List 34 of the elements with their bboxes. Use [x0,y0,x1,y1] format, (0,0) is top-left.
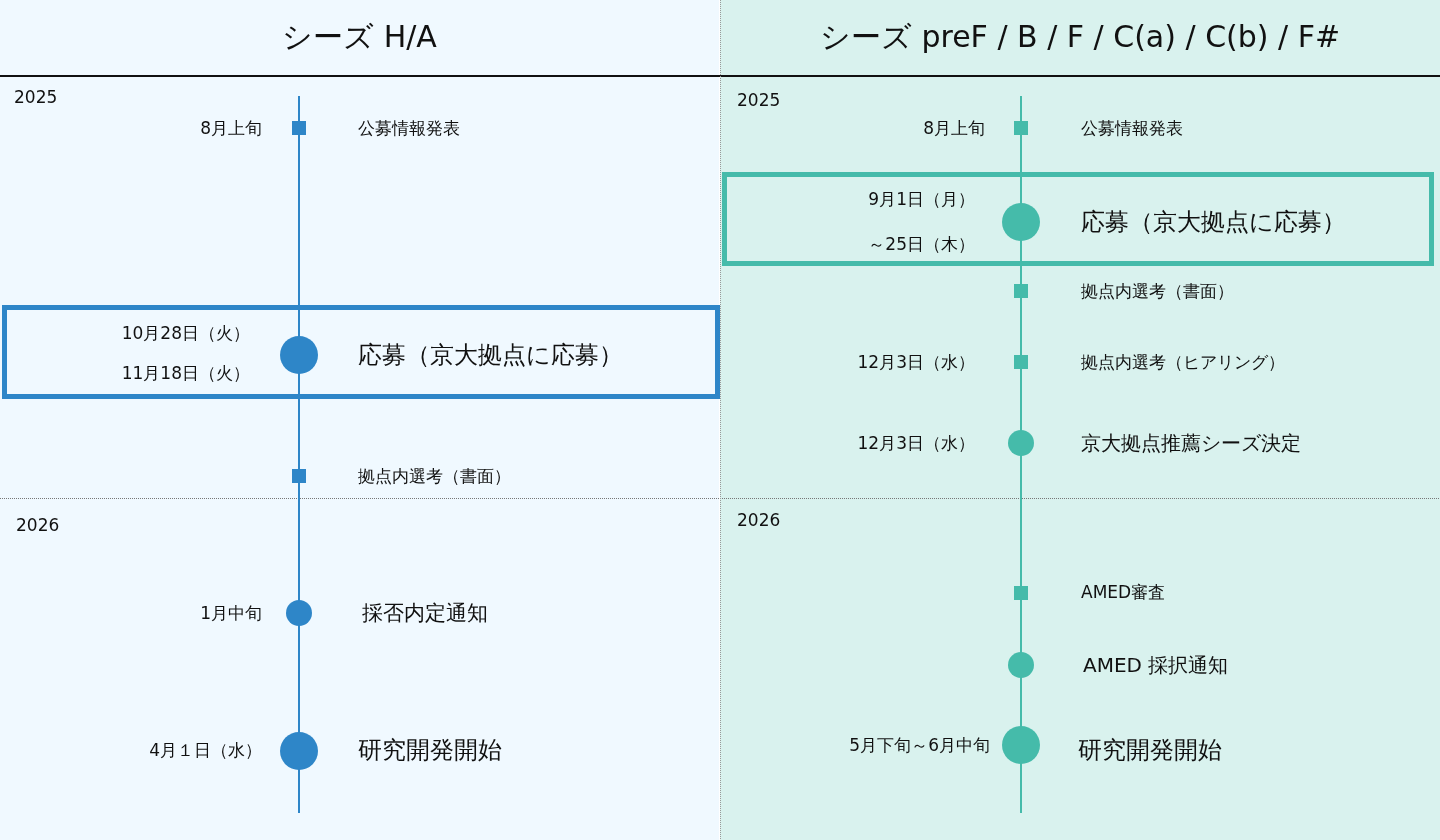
date-label: 11月18日（火） [121,361,250,385]
event-label: 応募（京大拠点に応募） [1081,207,1346,238]
date-label: 5月下旬～6月中旬 [849,733,990,757]
event-label: 拠点内選考（書面） [1081,279,1234,303]
year-label: 2025 [14,87,58,107]
column-panel [720,0,1440,840]
event-label: 研究開発開始 [358,735,502,766]
column-header: シーズ preF / B / F / C(a) / C(b) / F# [819,18,1341,56]
date-label: 9月1日（月） [868,187,975,211]
date-label: 12月3日（水） [857,431,975,455]
date-label: 12月3日（水） [857,350,975,374]
column-panel [0,0,719,840]
date-label: ～25日（木） [868,232,975,256]
highlight-box [722,172,1434,266]
year-label: 2025 [737,90,781,110]
event-label: 研究開発開始 [1078,735,1222,766]
event-label: 応募（京大拠点に応募） [358,340,623,371]
date-label: 8月上旬 [923,116,985,140]
event-label: 京大拠点推薦シーズ決定 [1081,429,1301,457]
date-label: 1月中旬 [200,601,262,625]
event-label: 採否内定通知 [362,600,488,627]
event-label: 拠点内選考（書面） [358,464,511,488]
date-label: 4月１日（水） [149,738,262,762]
year-label: 2026 [737,510,781,530]
date-label: 8月上旬 [200,116,262,140]
event-label: AMED 採択通知 [1083,651,1229,679]
highlight-box [2,305,720,399]
event-label: 拠点内選考（ヒアリング） [1081,350,1285,374]
year-label: 2026 [16,515,60,535]
column-header: シーズ H/A [282,18,437,56]
event-label: 公募情報発表 [358,116,460,140]
event-label: AMED審査 [1081,580,1166,604]
date-label: 10月28日（火） [121,321,250,345]
event-label: 公募情報発表 [1081,116,1183,140]
